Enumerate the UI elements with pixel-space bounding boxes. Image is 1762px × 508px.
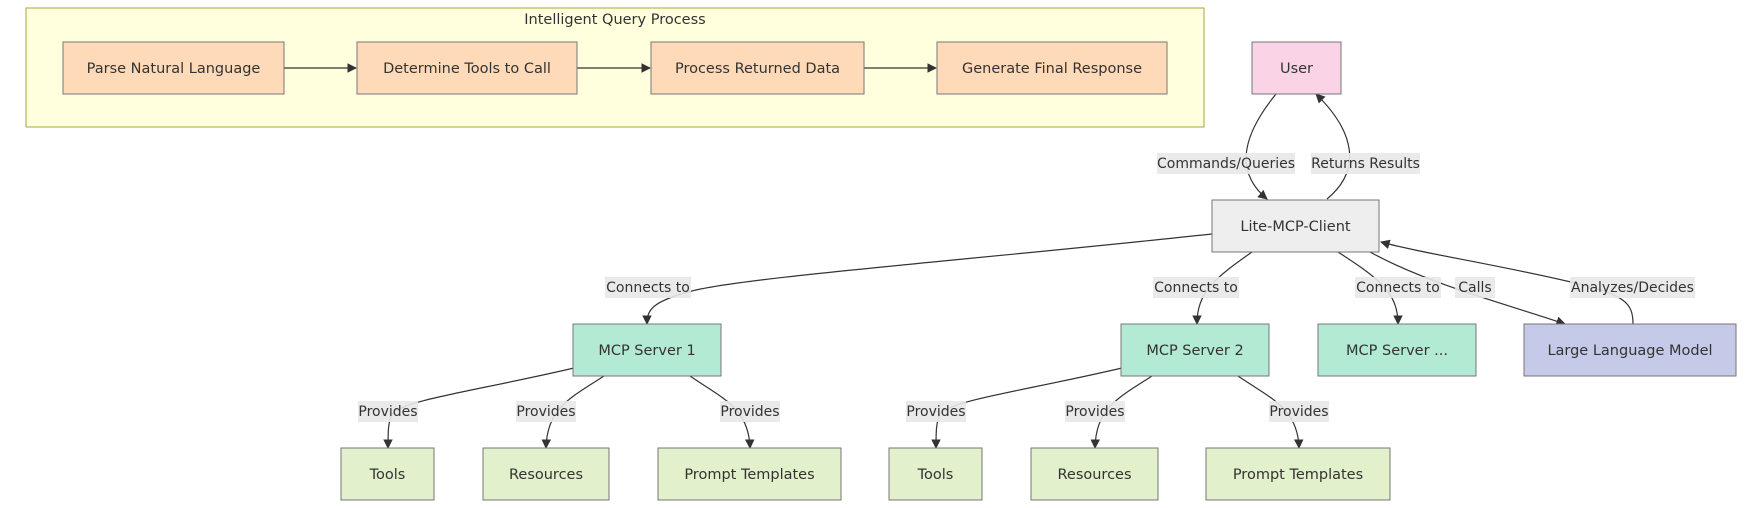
- node-determine-tools-to-call[interactable]: Determine Tools to Call: [356, 41, 578, 95]
- node-prompt-templates-1[interactable]: Prompt Templates: [657, 447, 842, 501]
- svg-text:Commands/Queries: Commands/Queries: [1157, 156, 1295, 172]
- edge-label-connects-to-1: Connects to: [605, 277, 691, 298]
- edge-label-provides-resources-2: Provides: [1065, 401, 1125, 422]
- svg-text:Provides: Provides: [906, 404, 965, 420]
- node-tools-2[interactable]: Tools: [888, 447, 983, 501]
- node-label: Resources: [509, 467, 583, 483]
- svg-text:Provides: Provides: [1269, 404, 1328, 420]
- edge-label-analyzes-decides: Analyzes/Decides: [1570, 277, 1695, 298]
- edge-label-connects-to-3: Connects to: [1355, 277, 1441, 298]
- svg-text:Calls: Calls: [1458, 280, 1491, 296]
- edge-label-provides-tools-1: Provides: [358, 401, 418, 422]
- cluster-title: Intelligent Query Process: [524, 12, 705, 28]
- edge-label-calls: Calls: [1455, 277, 1495, 298]
- node-label: Parse Natural Language: [87, 61, 261, 77]
- node-label: User: [1280, 61, 1313, 77]
- node-label: Tools: [917, 467, 954, 483]
- edge-user-to-client: [1245, 93, 1277, 200]
- edge-label-provides-prompts-1: Provides: [720, 401, 780, 422]
- svg-text:Provides: Provides: [1065, 404, 1124, 420]
- node-resources-2[interactable]: Resources: [1030, 447, 1159, 501]
- nodes: Parse Natural Language Determine Tools t…: [62, 41, 1737, 501]
- node-mcp-server-1[interactable]: MCP Server 1: [572, 323, 722, 377]
- node-label: Generate Final Response: [962, 61, 1142, 77]
- edge-label-commands-queries: Commands/Queries: [1157, 153, 1295, 174]
- node-process-returned-data[interactable]: Process Returned Data: [650, 41, 865, 95]
- edge-client-to-user: [1315, 93, 1351, 200]
- node-label: Lite-MCP-Client: [1240, 219, 1351, 235]
- node-label: Prompt Templates: [684, 467, 814, 483]
- node-mcp-server-more[interactable]: MCP Server ...: [1317, 323, 1477, 377]
- edge-label-provides-prompts-2: Provides: [1269, 401, 1329, 422]
- node-generate-final-response[interactable]: Generate Final Response: [936, 41, 1168, 95]
- node-tools-1[interactable]: Tools: [340, 447, 435, 501]
- edge-label-returns-results: Returns Results: [1311, 153, 1420, 174]
- node-label: MCP Server 2: [1146, 343, 1243, 359]
- edge-label-connects-to-2: Connects to: [1153, 277, 1239, 298]
- node-resources-1[interactable]: Resources: [482, 447, 610, 501]
- node-label: Resources: [1057, 467, 1131, 483]
- edge-label-provides-tools-2: Provides: [906, 401, 966, 422]
- edge-client-to-server1: [642, 233, 1213, 325]
- node-user[interactable]: User: [1251, 41, 1342, 95]
- svg-text:Connects to: Connects to: [606, 280, 690, 296]
- node-label: Determine Tools to Call: [383, 61, 551, 77]
- edge-llm-to-client: [1380, 239, 1634, 325]
- svg-text:Returns Results: Returns Results: [1311, 156, 1420, 172]
- node-label: Tools: [369, 467, 406, 483]
- node-prompt-templates-2[interactable]: Prompt Templates: [1205, 447, 1391, 501]
- svg-text:Connects to: Connects to: [1356, 280, 1440, 296]
- node-label: MCP Server ...: [1346, 343, 1448, 359]
- node-label: MCP Server 1: [598, 343, 695, 359]
- svg-text:Analyzes/Decides: Analyzes/Decides: [1571, 280, 1694, 296]
- node-label: Large Language Model: [1547, 343, 1712, 359]
- edge-labels: Commands/Queries Returns Results Connect…: [358, 153, 1695, 422]
- node-parse-natural-language[interactable]: Parse Natural Language: [62, 41, 285, 95]
- node-label: Process Returned Data: [675, 61, 840, 77]
- svg-text:Provides: Provides: [516, 404, 575, 420]
- node-mcp-server-2[interactable]: MCP Server 2: [1120, 323, 1270, 377]
- svg-text:Provides: Provides: [720, 404, 779, 420]
- svg-text:Connects to: Connects to: [1154, 280, 1238, 296]
- node-lite-mcp-client[interactable]: Lite-MCP-Client: [1211, 199, 1380, 253]
- node-label: Prompt Templates: [1233, 467, 1363, 483]
- edge-label-provides-resources-1: Provides: [516, 401, 576, 422]
- node-large-language-model[interactable]: Large Language Model: [1523, 323, 1737, 377]
- svg-text:Provides: Provides: [358, 404, 417, 420]
